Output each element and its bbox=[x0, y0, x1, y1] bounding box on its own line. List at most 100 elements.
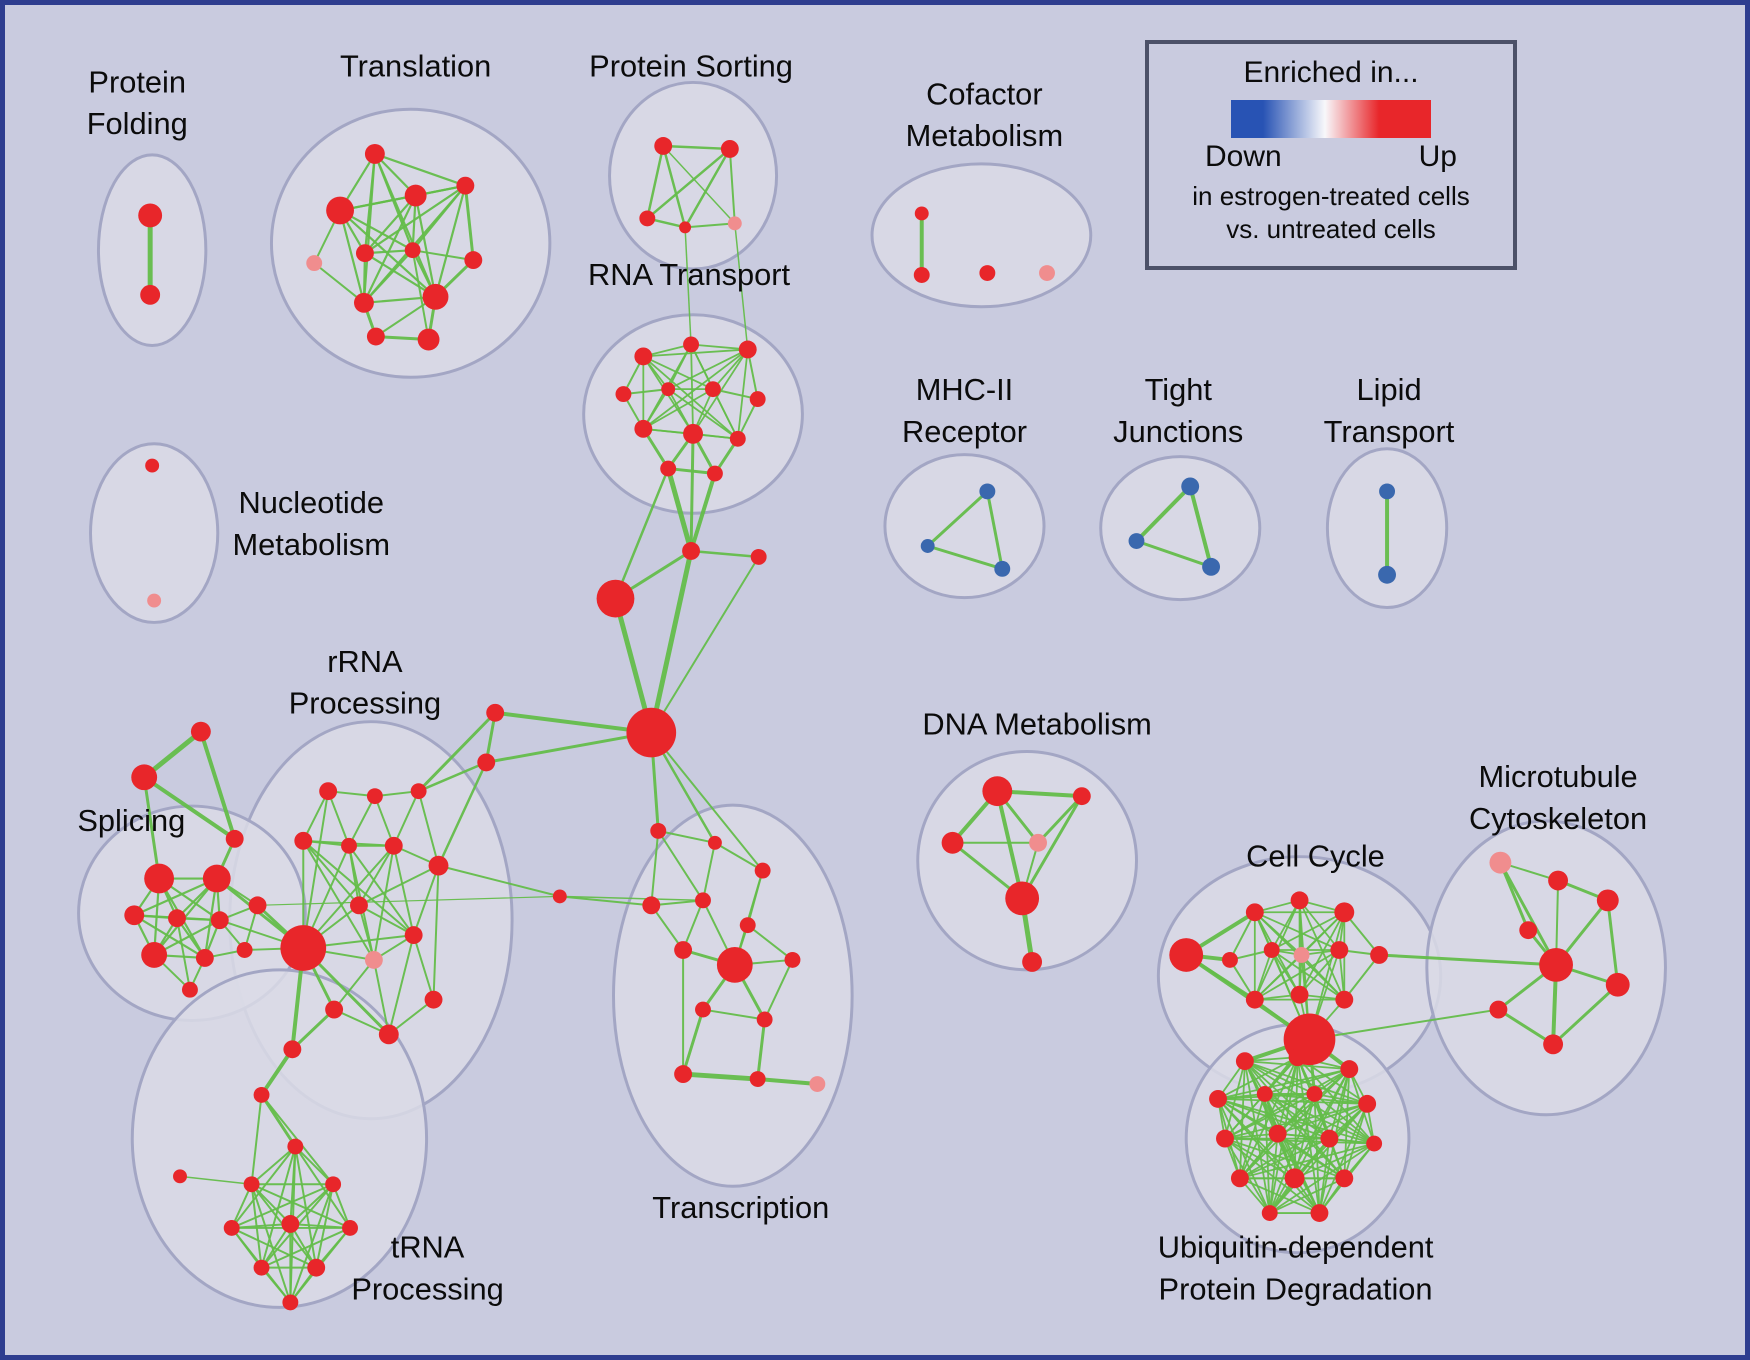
node-ts13 bbox=[749, 1071, 766, 1087]
edge bbox=[646, 147, 732, 220]
node-mc4 bbox=[1519, 921, 1538, 940]
edge bbox=[327, 790, 351, 847]
node-ub9 bbox=[1268, 1124, 1287, 1143]
edge bbox=[734, 222, 749, 351]
node-nm1 bbox=[145, 458, 160, 473]
edge bbox=[1270, 911, 1346, 951]
node-tn2 bbox=[253, 1086, 270, 1103]
edge bbox=[363, 194, 417, 255]
node-tj1 bbox=[1181, 477, 1200, 496]
edge bbox=[689, 432, 695, 553]
edge bbox=[176, 917, 191, 991]
edge bbox=[289, 1183, 335, 1304]
node-ub8 bbox=[1216, 1129, 1234, 1148]
cluster-label-dna-metabolism: DNA Metabolism bbox=[922, 707, 1151, 742]
node-ub15 bbox=[1261, 1205, 1278, 1221]
edge bbox=[348, 844, 415, 937]
node-ts11 bbox=[756, 1011, 773, 1028]
node-rt8 bbox=[634, 419, 653, 438]
edge bbox=[746, 924, 794, 961]
node-rt12 bbox=[706, 465, 723, 482]
node-rr8 bbox=[280, 925, 327, 971]
edge bbox=[392, 844, 415, 937]
cluster-label-splicing: Splicing bbox=[77, 803, 185, 838]
node-ts14 bbox=[809, 1076, 826, 1092]
node-mc2 bbox=[1548, 870, 1569, 891]
edge bbox=[432, 864, 440, 1001]
edge bbox=[1343, 953, 1381, 1001]
edge bbox=[995, 789, 1025, 901]
edge bbox=[434, 184, 467, 298]
edge bbox=[712, 388, 739, 440]
edge bbox=[362, 194, 417, 304]
edge bbox=[333, 1008, 390, 1036]
edge bbox=[650, 829, 660, 907]
node-cc2 bbox=[1245, 903, 1264, 922]
legend: Enriched in... Down Up in estrogen-treat… bbox=[1145, 40, 1517, 270]
node-lt2 bbox=[1378, 565, 1397, 584]
node-x7 bbox=[552, 889, 567, 904]
edge bbox=[1217, 1056, 1299, 1100]
legend-caption-line1: in estrogen-treated cells bbox=[1192, 181, 1470, 211]
edge bbox=[1134, 484, 1193, 544]
node-rr10 bbox=[364, 950, 383, 969]
edge bbox=[1224, 1137, 1376, 1145]
node-ts7 bbox=[674, 941, 693, 959]
node-ub14 bbox=[1335, 1169, 1354, 1188]
edge bbox=[684, 226, 692, 346]
node-sp10 bbox=[181, 981, 198, 998]
edge bbox=[230, 1145, 297, 1229]
edge bbox=[763, 958, 794, 1021]
node-tn6 bbox=[325, 1176, 342, 1193]
edge bbox=[667, 388, 739, 440]
edge bbox=[1268, 1132, 1279, 1214]
edge bbox=[1224, 1137, 1321, 1214]
node-t12 bbox=[417, 328, 440, 351]
node-cc8 bbox=[1330, 941, 1349, 959]
edge bbox=[362, 152, 376, 304]
edge bbox=[648, 548, 694, 736]
node-rt11 bbox=[660, 460, 677, 477]
edge bbox=[357, 864, 440, 907]
node-t4 bbox=[456, 176, 475, 195]
node-rr6 bbox=[384, 836, 403, 855]
edge bbox=[259, 1047, 295, 1097]
edge bbox=[1300, 954, 1346, 1001]
edge bbox=[681, 1008, 705, 1076]
edge bbox=[289, 1183, 335, 1225]
edge bbox=[1243, 1060, 1271, 1214]
edge bbox=[1308, 1008, 1500, 1041]
edge bbox=[338, 209, 366, 304]
node-ts4 bbox=[642, 896, 661, 915]
edge bbox=[559, 895, 704, 902]
node-ft2 bbox=[131, 764, 158, 791]
node-rr3 bbox=[410, 783, 427, 800]
edge bbox=[701, 1008, 766, 1021]
edge bbox=[661, 144, 732, 151]
edge bbox=[250, 1183, 352, 1229]
edge bbox=[657, 829, 704, 902]
node-tn12 bbox=[282, 1294, 299, 1311]
node-cm1 bbox=[914, 206, 929, 221]
node-rr5 bbox=[341, 837, 357, 854]
edge bbox=[1239, 1068, 1351, 1180]
edge bbox=[142, 775, 161, 881]
node-sp4 bbox=[168, 909, 186, 928]
edge bbox=[614, 467, 670, 600]
edge bbox=[662, 145, 736, 225]
node-cc3 bbox=[1290, 891, 1309, 910]
edge bbox=[493, 710, 654, 735]
cluster-ellipse-transcription bbox=[612, 803, 854, 1188]
edge bbox=[985, 489, 1004, 571]
edge bbox=[260, 1226, 352, 1269]
node-tn5 bbox=[287, 1138, 304, 1155]
node-tj2 bbox=[1128, 533, 1145, 549]
cluster-label-cell-cycle: Cell Cycle bbox=[1246, 839, 1385, 874]
legend-scale-labels: Down Up bbox=[1205, 140, 1457, 174]
legend-up-label: Up bbox=[1418, 140, 1457, 173]
node-rr12 bbox=[325, 1000, 344, 1019]
edge bbox=[437, 761, 488, 867]
